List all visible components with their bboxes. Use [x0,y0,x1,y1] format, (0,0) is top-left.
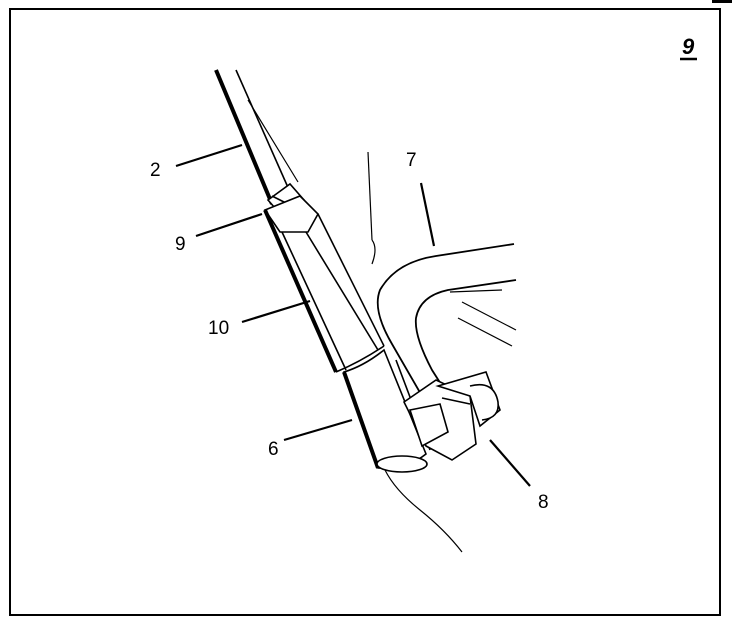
corner-mark [712,0,732,3]
background-lines [367,151,517,553]
lower-tube [342,348,431,473]
cable-rod [214,69,299,205]
callout-label-6: 6 [268,439,279,460]
hex-sleeve [263,195,385,373]
leader-lines [175,143,531,487]
figure-frame [9,8,721,616]
callout-label-9: 9 [175,234,186,255]
callout-label-10: 10 [208,318,229,339]
callout-label-7: 7 [406,150,417,171]
clamp-bolt [402,371,501,461]
callout-label-8: 8 [538,492,549,513]
figure-number: 9 [682,34,695,59]
bent-bracket [376,243,517,397]
callout-label-2: 2 [150,160,161,181]
